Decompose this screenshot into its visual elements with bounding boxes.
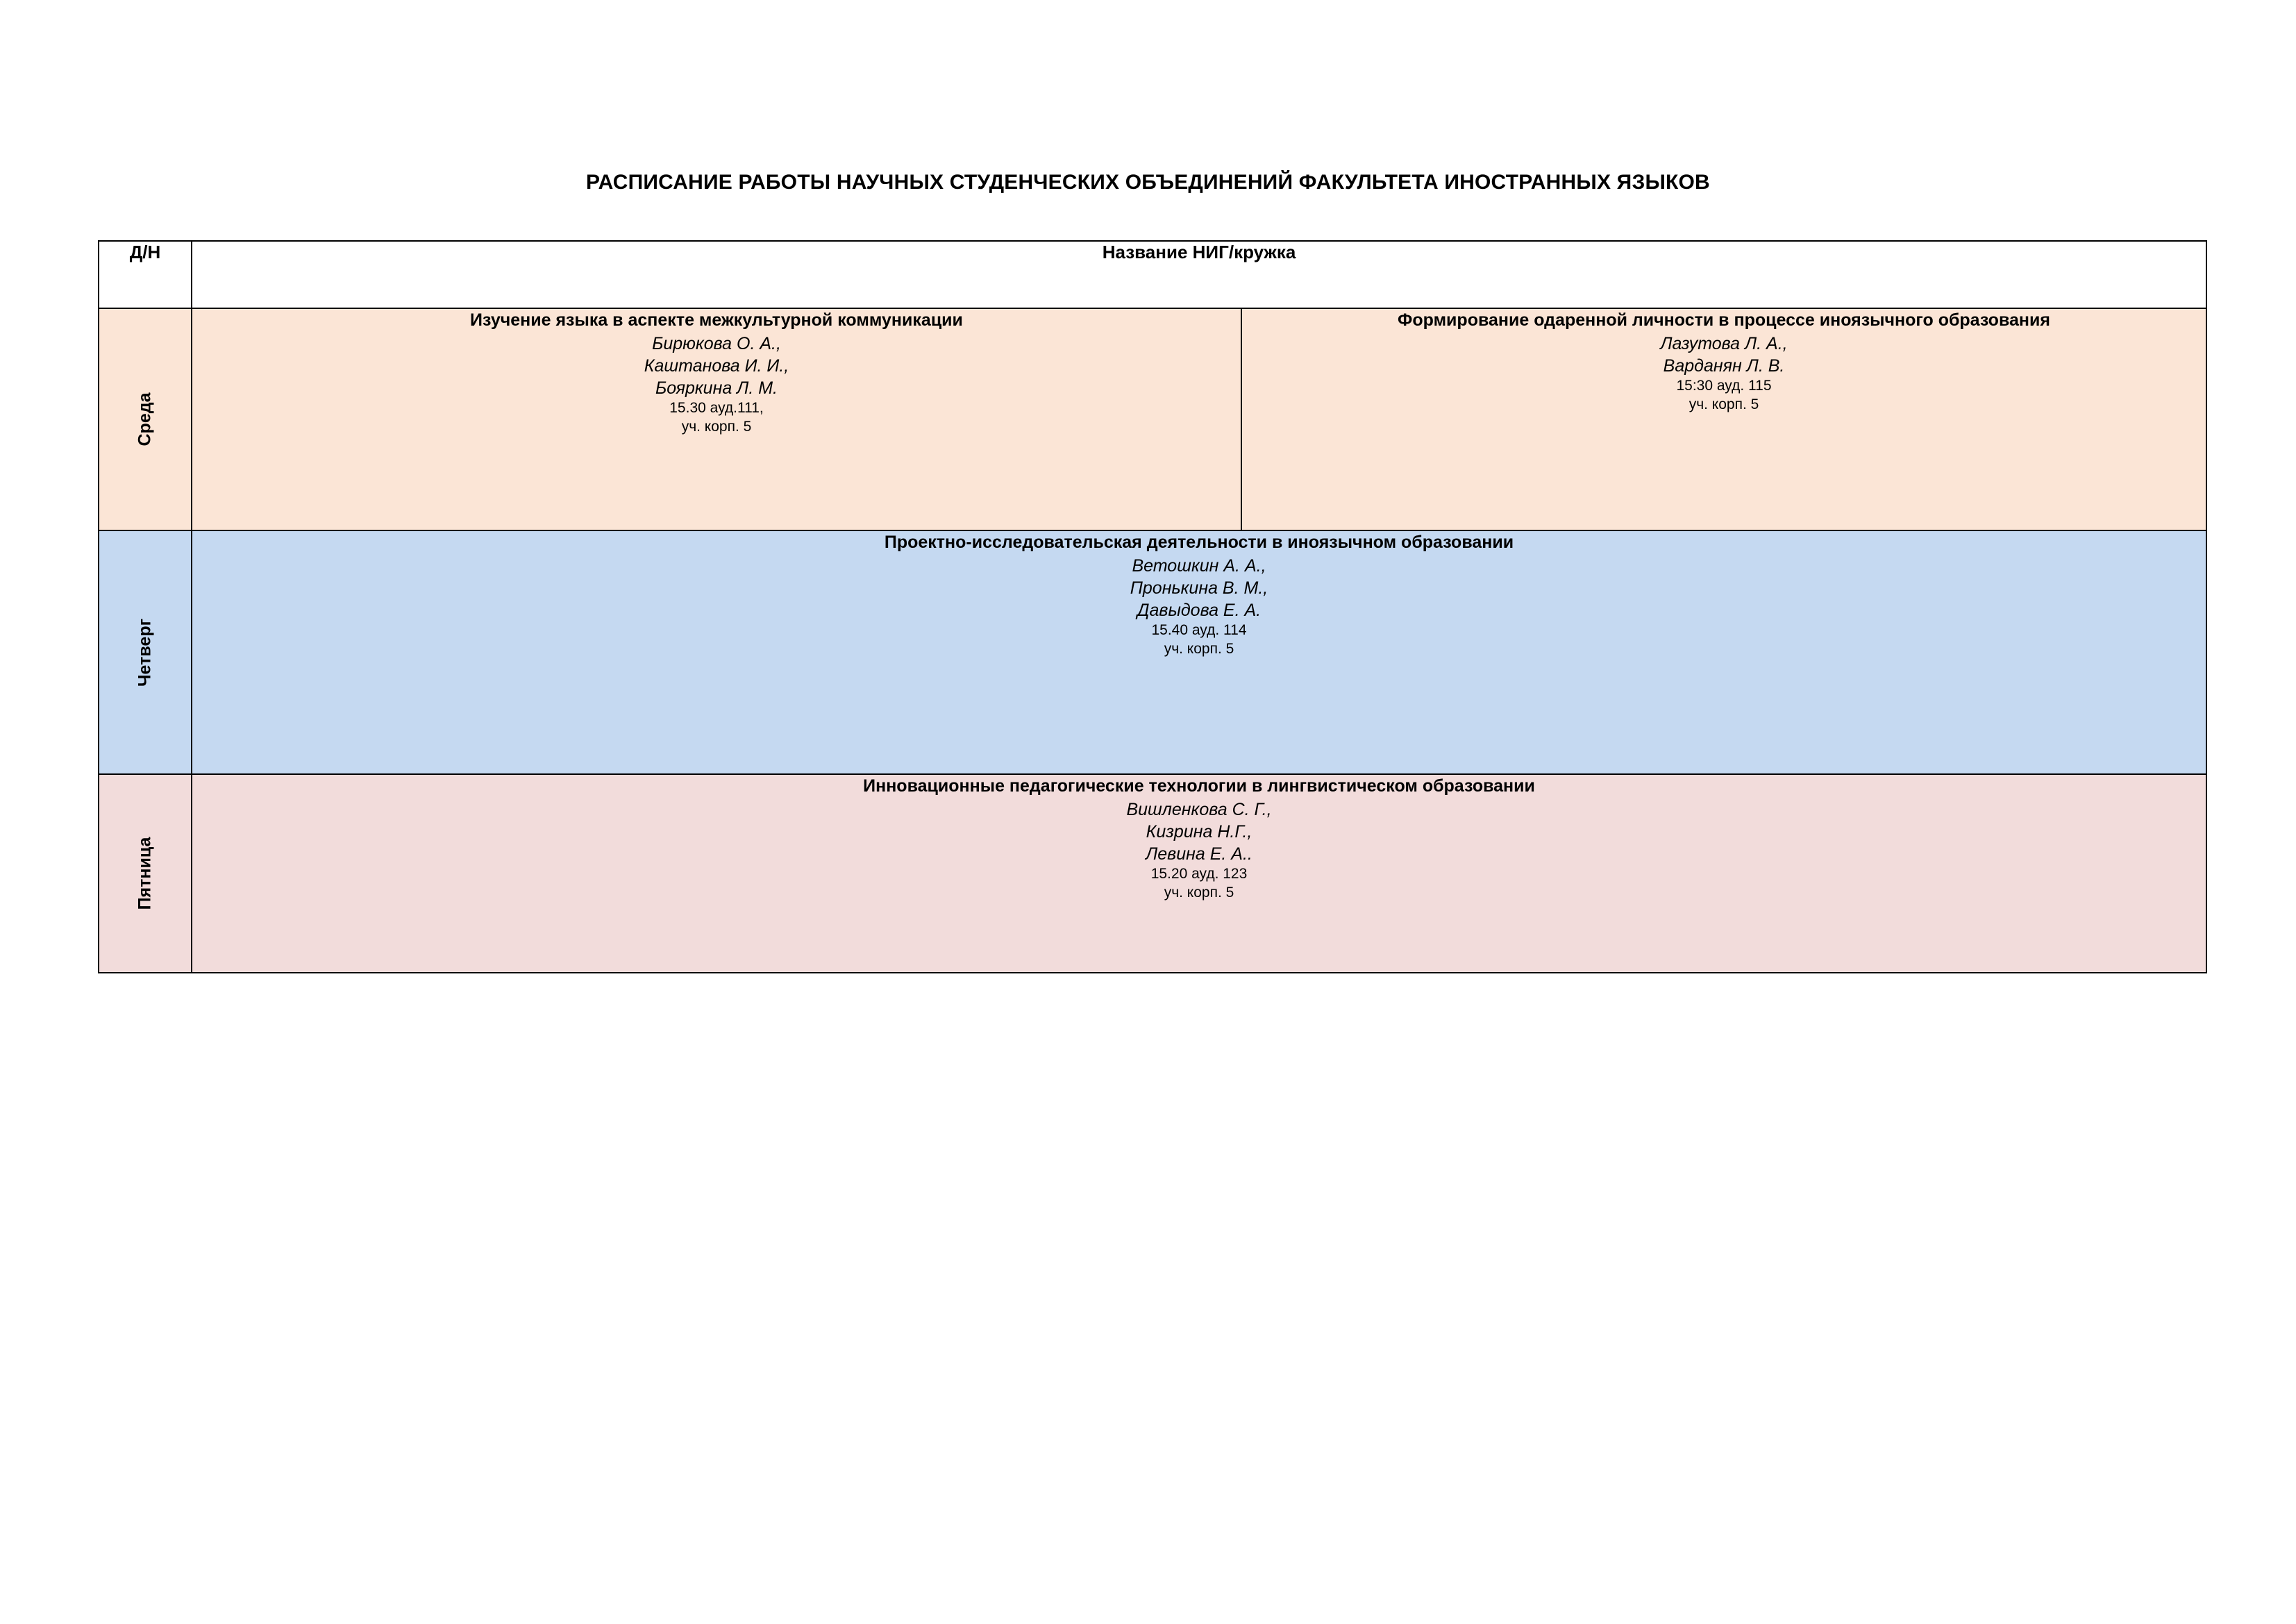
table-row: Среда Изучение языка в аспекте межкульту… [98,308,2207,531]
group-member: Кизрина Н.Г., [1146,822,1252,842]
group-cell: Проектно-исследовательская деятельности … [191,530,2207,775]
group-building: уч. корп. 5 [1164,884,1234,901]
header-cell-name: Название НИГ/кружка [191,240,2207,309]
group-title: Проектно-исследовательская деятельности … [884,533,1514,552]
page-title: РАСПИСАНИЕ РАБОТЫ НАУЧНЫХ СТУДЕНЧЕСКИХ О… [586,171,1710,194]
group-member: Бояркина Л. М. [655,378,778,398]
table-row: Четверг Проектно-исследовательская деяте… [98,530,2207,775]
group-building: уч. корп. 5 [681,418,752,435]
group-time-room: 15:30 ауд. 115 [1676,378,1772,394]
group-cell: Формирование одаренной личности в процес… [1241,308,2207,531]
group-title: Изучение языка в аспекте межкультурной к… [470,310,963,330]
table-row: Пятница Инновационные педагогические тех… [98,773,2207,973]
day-label-cell-wednesday: Среда [98,308,192,531]
group-time-room: 15.40 ауд. 114 [1151,622,1247,638]
group-member: Варданян Л. В. [1663,356,1785,376]
group-title: Инновационные педагогические технологии … [863,776,1535,796]
group-member: Вишленкова С. Г., [1126,800,1272,819]
group-cell: Изучение языка в аспекте межкультурной к… [191,308,1242,531]
day-label-wednesday: Среда [135,392,155,446]
day-label-friday: Пятница [135,837,155,910]
group-time-room: 15.20 ауд. 123 [1150,866,1248,882]
group-building: уч. корп. 5 [1689,396,1759,412]
schedule-table: Д/Н Название НИГ/кружка Среда Изучение я… [98,240,2207,973]
table-header-row: Д/Н Название НИГ/кружка [98,240,2207,309]
group-time-room: 15.30 ауд.111, [669,400,764,416]
group-member: Давыдова Е. А. [1137,601,1262,620]
group-building: уч. корп. 5 [1164,640,1234,657]
group-member: Лазутова Л. А., [1660,334,1788,353]
day-label-cell-friday: Пятница [98,773,192,973]
header-cell-day: Д/Н [98,240,192,309]
group-title: Формирование одаренной личности в процес… [1398,310,2050,330]
group-member: Левина Е. А.. [1146,844,1252,864]
day-label-thursday: Четверг [135,618,155,687]
group-cell: Инновационные педагогические технологии … [191,773,2207,973]
group-member: Пронькина В. М., [1130,578,1268,598]
group-member: Каштанова И. И., [644,356,789,376]
group-member: Ветошкин А. А., [1132,556,1266,576]
day-label-cell-thursday: Четверг [98,530,192,775]
group-member: Бирюкова О. А., [652,334,781,353]
